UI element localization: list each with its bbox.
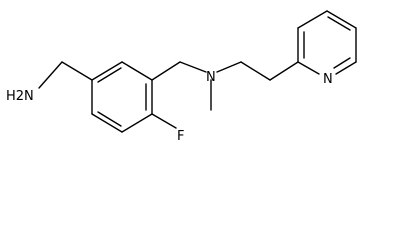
bond-ring-ch2 xyxy=(151,61,181,81)
bond-pyr-c4-c5-inner xyxy=(327,16,351,31)
bond-ring-e-f-inner xyxy=(97,111,122,127)
bond-pyr-c3-c4 xyxy=(297,10,328,29)
fluorine-label: F xyxy=(177,129,184,144)
bond-ch2-n xyxy=(179,61,207,73)
bond-ring-fluorine xyxy=(151,113,177,129)
bond-ring-e-f xyxy=(91,113,123,133)
bond-ch2-ring-a xyxy=(61,61,93,81)
bond-pyr-c6-n-inner xyxy=(333,57,351,69)
bond-pyr-c6-n xyxy=(335,61,357,75)
bond-pyr-c4-c5 xyxy=(326,10,357,29)
tertiary-nitrogen-label: N xyxy=(206,70,216,85)
bond-ring-d-e xyxy=(121,113,153,133)
molecule-structure-diagram: H2N F N N xyxy=(6,10,357,144)
bond-ch2-pyridine xyxy=(269,61,299,81)
bond-ring-a-b-inner xyxy=(97,67,122,83)
pyridine-nitrogen-label: N xyxy=(323,72,333,87)
amine-label: H2N xyxy=(6,89,34,104)
bond-ch2-ch2 xyxy=(240,61,271,81)
bond-ring-a-b xyxy=(91,61,123,81)
bond-pyr-n-c2 xyxy=(297,61,320,75)
bond-amine-ch2 xyxy=(38,61,63,89)
bond-n-ch2 xyxy=(216,61,242,73)
bond-ring-b-c xyxy=(121,61,153,81)
